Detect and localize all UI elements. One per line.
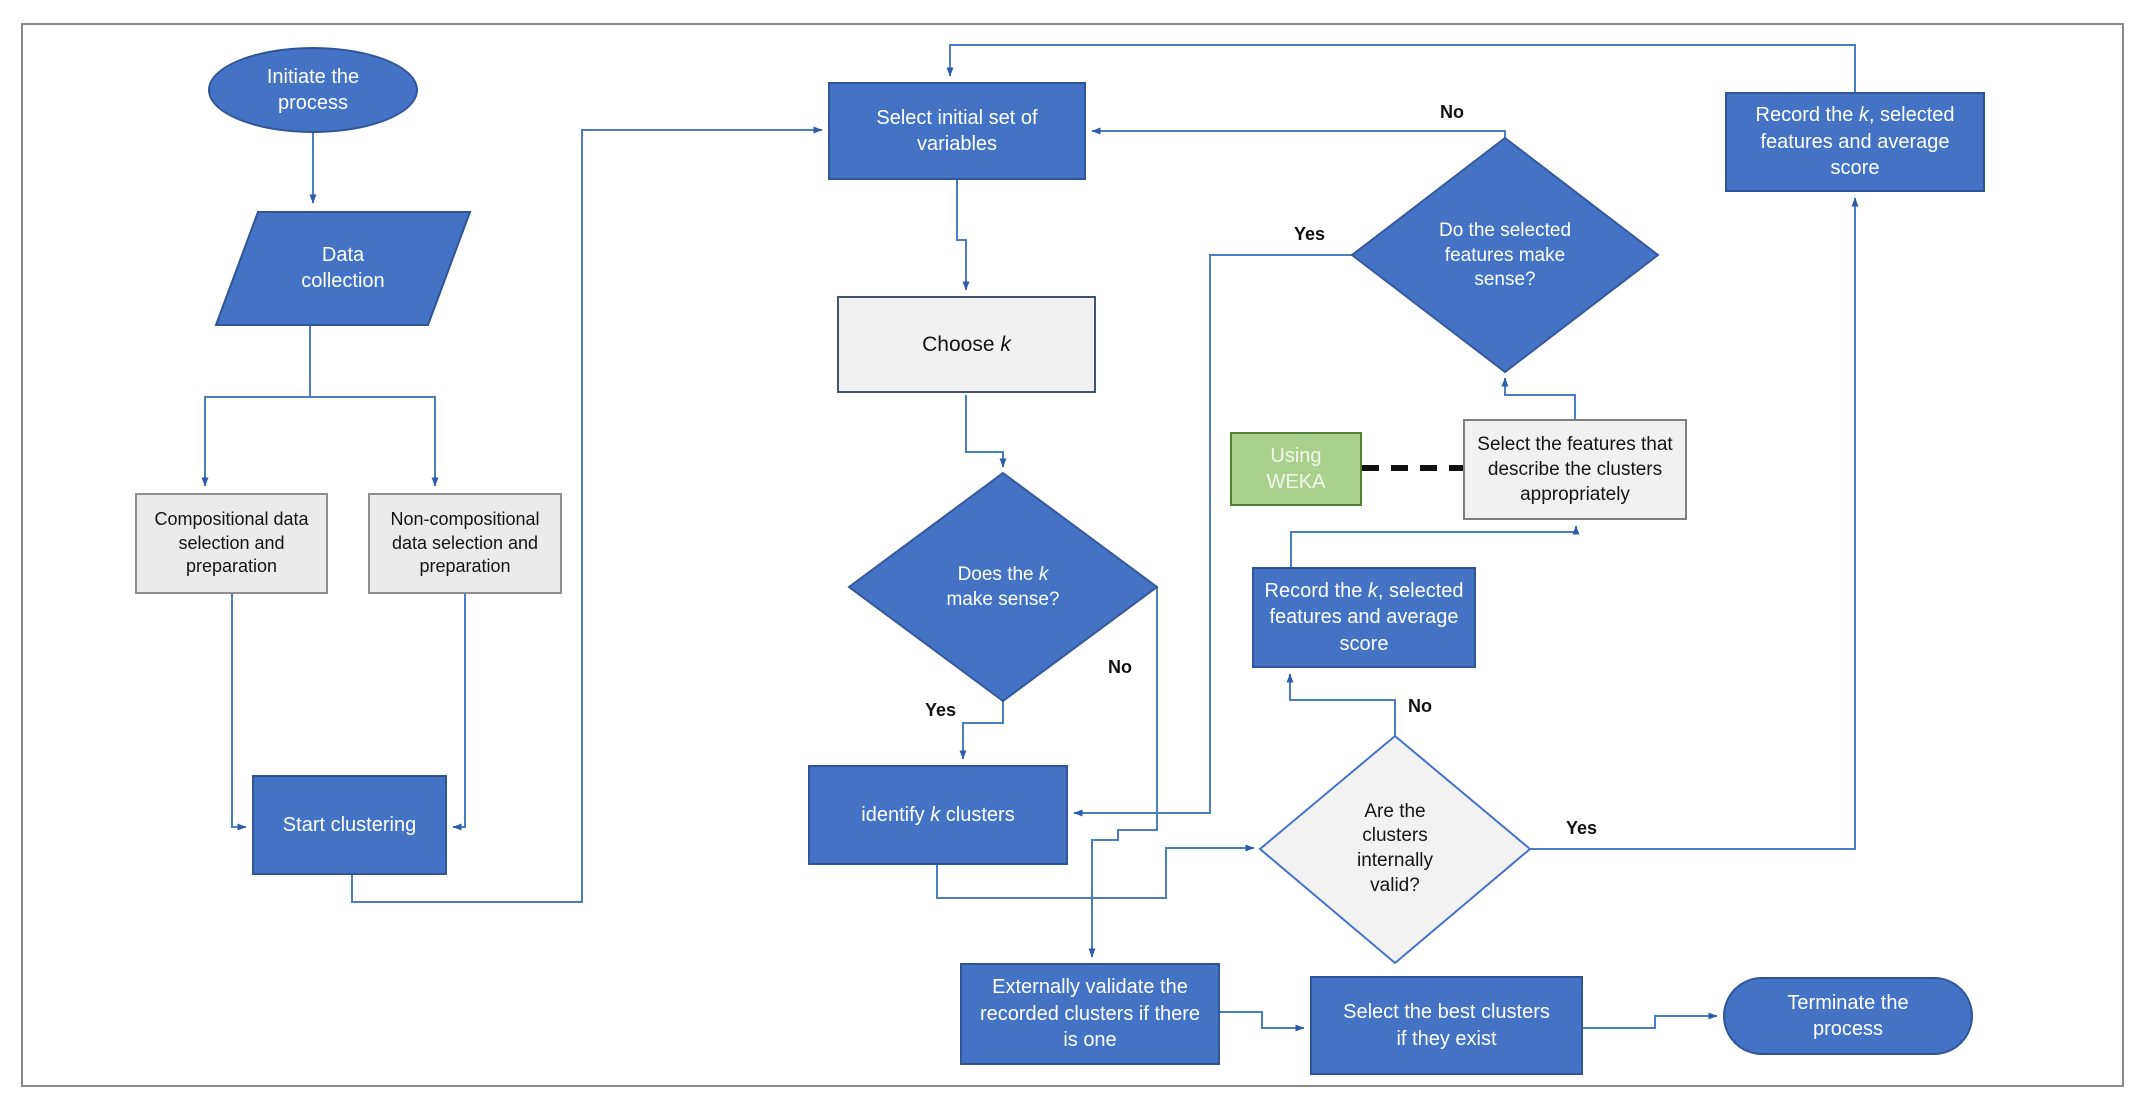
- connector-noncompositional-to-startclustering: [452, 594, 466, 831]
- connector-externally-to-selectbest: [1220, 1011, 1305, 1032]
- node-start-clustering-label: Start clustering: [282, 813, 417, 836]
- connector-recordmid-to-selectfeatures: [1290, 525, 1580, 567]
- connector-split-to-noncompositional: [310, 396, 439, 487]
- node-select-best-clusters: Select the best clusters if they exist: [1310, 976, 1583, 1075]
- node-identify-k-clusters: identify k clusters: [808, 765, 1068, 865]
- node-terminate-process: Terminate the process: [1723, 977, 1973, 1055]
- node-choose-k: Choose k: [837, 296, 1096, 393]
- connector-split-to-compositional: [201, 396, 310, 487]
- node-select-best-clusters-label: Select the best clusters if they exist: [1343, 1001, 1550, 1050]
- figure-frame: [21, 23, 2124, 1087]
- node-using-weka-label: Using WEKA: [1266, 444, 1326, 493]
- node-record-k-top: Record the k, selected features and aver…: [1725, 92, 1985, 192]
- node-initiate-process: Initiate the process: [208, 47, 418, 133]
- connector-identify-to-internalvalid: [936, 844, 1255, 899]
- node-compositional-label: Compositional data selection and prepara…: [154, 508, 309, 577]
- node-externally-validate: Externally validate the recorded cluster…: [960, 963, 1220, 1065]
- branch-label-features-yes: Yes: [1294, 224, 1326, 244]
- branch-label-doesk-no: No: [1108, 657, 1132, 677]
- connector-compositional-to-startclustering: [231, 594, 247, 831]
- node-compositional: Compositional data selection and prepara…: [135, 493, 328, 594]
- does-k-diamond-shape: [847, 471, 1159, 703]
- connector-selectbest-to-terminate: [1583, 1012, 1718, 1029]
- connector-choosek-to-doesk: [965, 395, 1007, 468]
- node-select-initial-variables-label: Select initial set of variables: [876, 106, 1038, 155]
- node-select-initial-variables: Select initial set of variables: [828, 82, 1086, 180]
- branch-label-internal-no: No: [1408, 696, 1432, 716]
- node-initiate-process-label: Initiate the process: [266, 65, 360, 114]
- node-externally-validate-label: Externally validate the recorded cluster…: [979, 976, 1201, 1052]
- connector-startclustering-to-selectinitial: [351, 126, 823, 903]
- connector-doesk-yes-to-identify: [959, 701, 1004, 760]
- branch-label-features-no: No: [1440, 102, 1464, 122]
- connector-recordtop-to-selectinitial: [946, 44, 1856, 92]
- node-start-clustering: Start clustering: [252, 775, 447, 875]
- connector-features-yes-to-identify: [1073, 254, 1352, 817]
- features-diamond-shape: [1350, 136, 1660, 374]
- data-collection-shape: [214, 211, 472, 326]
- branch-label-internal-yes: Yes: [1566, 818, 1598, 838]
- node-non-compositional: Non-compositional data selection and pre…: [368, 493, 562, 594]
- connector-selectfeatures-to-features: [1501, 377, 1576, 419]
- connector-internal-no-to-recordmid: [1286, 673, 1396, 736]
- connector-features-no-to-selectinitial: [1091, 127, 1506, 138]
- node-select-features-label: Select the features that describe the cl…: [1477, 433, 1673, 506]
- connector-internal-yes-to-recordtop: [1530, 197, 1859, 850]
- connector-selectinitial-to-choosek: [956, 180, 970, 291]
- node-select-features: Select the features that describe the cl…: [1463, 419, 1687, 520]
- internal-valid-diamond-shape: [1258, 734, 1532, 965]
- node-using-weka: Using WEKA: [1230, 432, 1362, 506]
- node-non-compositional-label: Non-compositional data selection and pre…: [390, 508, 540, 577]
- node-terminate-process-label: Terminate the process: [1787, 991, 1909, 1040]
- connector-doesk-no-to-externally: [1088, 587, 1158, 958]
- node-record-k-mid: Record the k, selected features and aver…: [1252, 567, 1476, 668]
- branch-label-doesk-yes: Yes: [925, 700, 957, 720]
